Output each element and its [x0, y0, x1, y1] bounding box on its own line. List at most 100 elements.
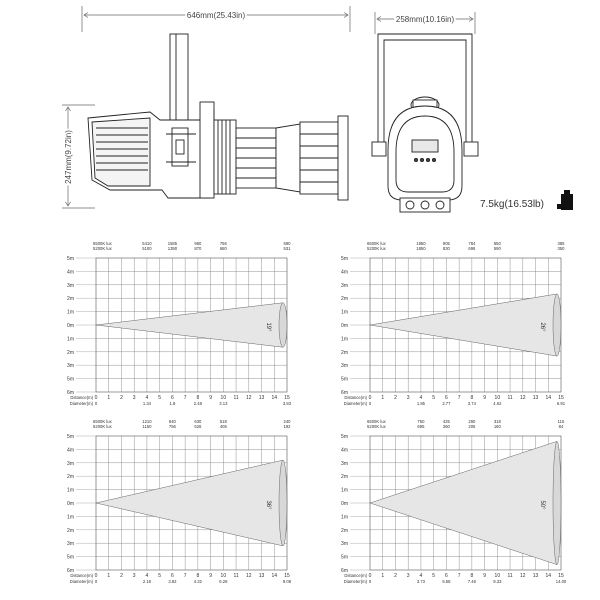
diameter-value: 0 — [95, 579, 98, 584]
fixture-front-view — [371, 33, 479, 213]
meter-label: 2m — [341, 350, 348, 356]
distance-value: 7 — [184, 573, 187, 579]
height-label: 247mm(9.72in) — [64, 130, 73, 184]
meter-label: 0m — [341, 501, 348, 507]
lux-6500-header: 6500K lux — [367, 419, 387, 424]
diameter-value: 9.08 — [283, 579, 292, 584]
meter-label: 1m — [341, 488, 348, 494]
meter-label: 1m — [67, 310, 74, 316]
diameter-value: 3.83 — [283, 401, 292, 406]
distance-value: 1 — [381, 395, 384, 401]
meter-label: 2m — [341, 474, 348, 480]
distance-value: 2 — [120, 395, 123, 401]
lux-5200-value: 830 — [443, 246, 451, 251]
distance-value: 15 — [558, 573, 564, 579]
distance-value: 4 — [420, 573, 423, 579]
diameter-value: 5.58 — [442, 579, 451, 584]
distance-value: 14 — [545, 573, 551, 579]
lux-6500-value: 290 — [468, 419, 476, 424]
meter-label: 3m — [67, 283, 74, 289]
diameter-value: 0 — [95, 401, 98, 406]
distance-value: 8 — [470, 395, 473, 401]
lux-6500-value: 905 — [443, 241, 451, 246]
distance-value: 8 — [196, 573, 199, 579]
beam-angle-label: 26° — [539, 322, 545, 332]
meter-label: 5m — [341, 555, 348, 561]
lux-5200-value: 192 — [284, 424, 292, 429]
meter-label: 6m — [341, 390, 348, 396]
distance-header: Distance(m) — [70, 395, 93, 400]
beam-end — [552, 293, 562, 357]
distance-value: 12 — [246, 573, 252, 579]
lux-5200-header: 5200K lux — [367, 246, 387, 251]
meter-label: 5m — [341, 434, 348, 440]
lux-5200-value: 680 — [220, 246, 228, 251]
diameter-value: 3.13 — [219, 401, 228, 406]
meter-label: 0m — [341, 323, 348, 329]
diameter-header: Diameter(m) — [344, 579, 368, 584]
meter-label: 3m — [341, 283, 348, 289]
lux-6500-value: 630 — [194, 419, 202, 424]
width-dimension — [374, 12, 476, 34]
lux-6500-value: 590 — [284, 241, 292, 246]
meter-label: 2m — [341, 528, 348, 534]
distance-value: 13 — [259, 573, 265, 579]
distance-value: 14 — [271, 573, 277, 579]
meter-label: 1m — [341, 310, 348, 316]
length-dimension — [81, 6, 351, 32]
distance-value: 4 — [146, 395, 149, 401]
diameter-header: Diameter(m) — [70, 579, 94, 584]
distance-value: 8 — [196, 395, 199, 401]
meter-label: 5m — [341, 377, 348, 383]
distance-value: 5 — [158, 573, 161, 579]
meter-label: 4m — [67, 447, 74, 453]
meter-label: 2m — [67, 474, 74, 480]
weight-label: 7.5kg(16.53lb) — [480, 199, 544, 210]
lux-5200-value: 590 — [494, 246, 502, 251]
lux-5200-value: 698 — [468, 246, 476, 251]
lux-6500-value: 425 — [443, 419, 451, 424]
diameter-value: 2.77 — [442, 401, 451, 406]
distance-header: Distance(m) — [344, 395, 367, 400]
distance-value: 7 — [458, 573, 461, 579]
distance-value: 15 — [284, 395, 290, 401]
distance-value: 2 — [394, 395, 397, 401]
meter-label: 1m — [341, 514, 348, 520]
diameter-value: 3.73 — [417, 579, 426, 584]
lux-6500-value: 750 — [417, 419, 425, 424]
distance-value: 1 — [107, 573, 110, 579]
lux-5200-value: 405 — [220, 424, 228, 429]
height-dimension — [62, 104, 95, 209]
width-label: 258mm(10.16in) — [396, 15, 455, 24]
lux-6500-value: 960 — [194, 241, 202, 246]
distance-value: 13 — [259, 395, 265, 401]
meter-label: 4m — [341, 447, 348, 453]
meter-label: 6m — [67, 390, 74, 396]
distance-value: 11 — [507, 573, 512, 579]
distance-header: Distance(m) — [70, 573, 93, 578]
diameter-value: 1.34 — [143, 401, 152, 406]
beam-angle-label: 50° — [539, 500, 545, 510]
lux-5200-value: 1850 — [416, 246, 426, 251]
distance-value: 12 — [246, 395, 252, 401]
meter-label: 6m — [67, 568, 74, 574]
meter-label: 3m — [67, 363, 74, 369]
meter-label: 1m — [67, 514, 74, 520]
distance-value: 4 — [146, 573, 149, 579]
diameter-value: 6.91 — [557, 401, 566, 406]
lux-5200-value: 531 — [284, 246, 292, 251]
distance-value: 3 — [407, 573, 410, 579]
lux-5200-header: 5200K lux — [93, 246, 113, 251]
distance-value: 11 — [233, 573, 238, 579]
distance-header: Distance(m) — [344, 573, 367, 578]
lux-6500-value: 1210 — [142, 419, 152, 424]
diameter-value: 4.32 — [194, 579, 203, 584]
diameter-value: 14.00 — [556, 579, 567, 584]
fixture-dimension-drawing: 646mm(25.43in) 247mm(9.72in) — [62, 6, 573, 213]
distance-value: 9 — [483, 395, 486, 401]
distance-value: 11 — [507, 395, 512, 401]
meter-label: 2m — [67, 296, 74, 302]
